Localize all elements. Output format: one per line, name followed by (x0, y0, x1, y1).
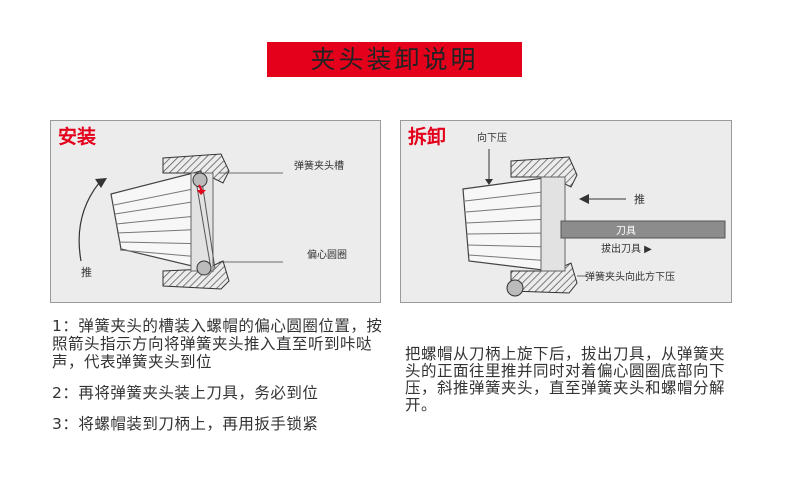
eccentric-circle-icon (196, 260, 212, 276)
curved-arrow-icon (78, 182, 100, 262)
collet-body (462, 176, 552, 272)
install-panel: 弹簧夹头槽 偏心圆圈 推 安装 (50, 120, 381, 303)
remove-description: 把螺帽从刀柄上旋下后，拔出刀具，从弹簧夹头的正面往里推并同时对着偏心圆圈底部向下… (405, 345, 726, 414)
label-push: 推 (81, 265, 92, 279)
label-eccentric: 偏心圆圈 (307, 248, 347, 261)
label-push: 推 (634, 192, 645, 206)
arrow-head-icon (95, 178, 107, 188)
install-step-1: 1：弹簧夹头的槽装入螺帽的偏心圆圈位置，按照箭头指示方向将弹簧夹头推入直至听到咔… (52, 317, 383, 371)
remove-heading: 拆卸 (408, 126, 447, 148)
label-press-down: 向下压 (477, 131, 507, 144)
install-diagram: 弹簧夹头槽 偏心圆圈 推 (78, 153, 347, 290)
arrow-down-icon (485, 179, 493, 185)
remove-diagram: 刀具 推 拔出刀具 ▶ 弹簧夹头向此方下压 向下压 (462, 131, 726, 297)
install-step-2: 2：再将弹簧夹头装上刀具，务必到位 (52, 384, 319, 402)
install-steps: 1：弹簧夹头的槽装入螺帽的偏心圆圈位置，按照箭头指示方向将弹簧夹头推入直至听到咔… (52, 317, 387, 446)
eccentric-circle-icon (506, 279, 524, 297)
install-step-3: 3：将螺帽装到刀柄上，再用扳手锁紧 (52, 415, 319, 433)
label-tool: 刀具 (616, 225, 636, 237)
title-banner: 夹头装卸说明 (267, 42, 522, 77)
label-pull-out: 拔出刀具 ▶ (601, 242, 652, 255)
tool-shank (560, 220, 726, 239)
remove-panel: 刀具 推 拔出刀具 ▶ 弹簧夹头向此方下压 向下压 拆卸 (400, 120, 732, 303)
label-groove: 弹簧夹头槽 (294, 159, 344, 172)
label-press-here: 弹簧夹头向此方下压 (585, 270, 675, 283)
arrow-left-icon (579, 194, 589, 204)
page-title: 夹头装卸说明 (310, 45, 479, 74)
install-heading: 安装 (58, 126, 97, 148)
